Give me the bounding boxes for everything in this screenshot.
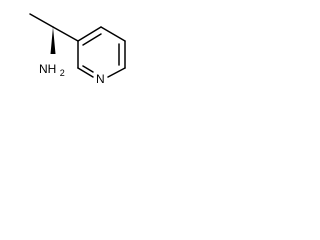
ring-double-bond-inner-3 bbox=[82, 65, 94, 73]
structure-diagram: NH 2 N bbox=[29, 13, 126, 83]
wedge-bond bbox=[50, 27, 56, 54]
amine-label-main: NH bbox=[39, 62, 56, 76]
ring-bond-n-c2 bbox=[77, 67, 94, 78]
stereocenter-ring-bond bbox=[52, 26, 79, 42]
ring-nitrogen-label: N bbox=[96, 72, 105, 83]
ring-bond-c2-c3 bbox=[77, 26, 102, 42]
ring-bond-c3-c4 bbox=[100, 26, 126, 42]
ring-bond-c5-c6 bbox=[107, 67, 126, 78]
methyl-bond bbox=[29, 13, 54, 28]
amine-label: NH 2 bbox=[39, 62, 65, 78]
ring-double-bond-inner-1 bbox=[82, 33, 102, 46]
amine-label-subscript: 2 bbox=[60, 68, 65, 78]
